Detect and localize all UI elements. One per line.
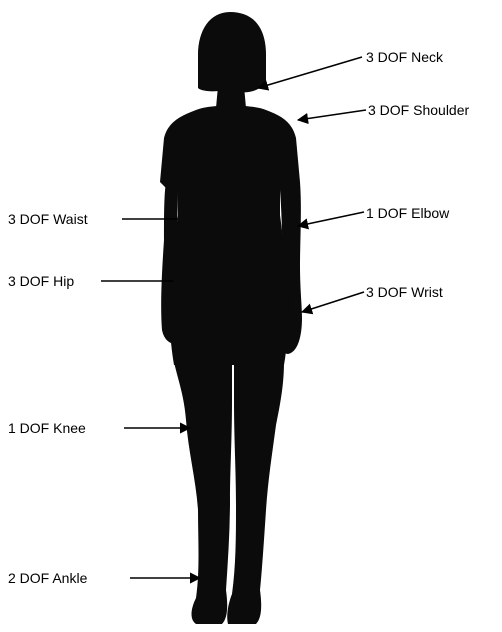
neck <box>216 86 246 108</box>
hip-label: 3 DOF Hip <box>8 273 74 289</box>
wrist-leader <box>302 292 364 312</box>
shoulder-leader <box>298 110 366 120</box>
torso <box>160 106 300 259</box>
shoulder-label: 3 DOF Shoulder <box>368 102 469 118</box>
human-silhouette <box>160 12 302 624</box>
left-leg <box>174 362 232 624</box>
wrist-label: 3 DOF Wrist <box>366 284 443 300</box>
elbow-label: 1 DOF Elbow <box>366 205 450 221</box>
neck-label: 3 DOF Neck <box>366 49 444 65</box>
pelvis <box>169 256 289 365</box>
ankle-label: 2 DOF Ankle <box>8 570 88 586</box>
waist-label: 3 DOF Waist <box>8 211 88 227</box>
right-leg <box>227 362 284 624</box>
elbow-leader <box>298 212 364 226</box>
neck-leader <box>258 57 362 88</box>
knee-label: 1 DOF Knee <box>8 420 86 436</box>
head <box>198 12 266 92</box>
